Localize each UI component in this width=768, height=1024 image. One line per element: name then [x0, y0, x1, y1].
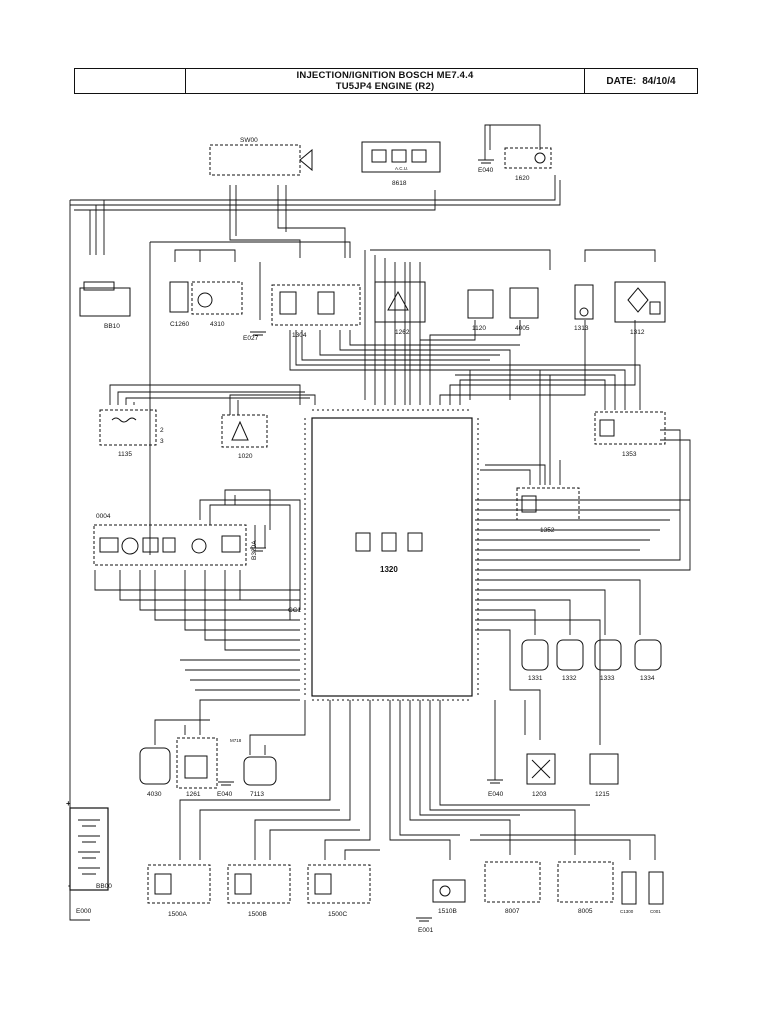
- c8007-label: 8007: [505, 908, 520, 915]
- c1510b-label: 1510B: [438, 908, 457, 915]
- e040-top-label: E040: [478, 167, 494, 174]
- c1500b-label: 1500B: [248, 911, 267, 918]
- bottom-right-group: 1510B E001 8007 8005 C1300 C001: [418, 861, 664, 934]
- sw00-label: SW00: [240, 137, 258, 144]
- battery-plus-label: +: [66, 799, 71, 808]
- title-block-left-cell: [75, 69, 186, 93]
- c4005-label: 4005: [515, 325, 530, 332]
- m718-label: M718: [230, 738, 242, 743]
- c001-label: C001: [650, 909, 661, 914]
- component-1353: 1353: [594, 411, 666, 458]
- c8005-label: 8005: [578, 908, 593, 915]
- c4030-label: 4030: [147, 791, 162, 798]
- e000-label: E000: [76, 908, 92, 915]
- c4310-label: 4310: [210, 321, 225, 328]
- component-1620: 1620 E040: [478, 147, 552, 182]
- acu-label: A.C.U.: [395, 166, 408, 171]
- b320a-label: B320A: [251, 540, 258, 560]
- bb10-label: BB10: [104, 323, 120, 330]
- bb00-label: BB00: [96, 883, 112, 890]
- title-block-center-cell: INJECTION/IGNITION BOSCH ME7.4.4 TU5JP4 …: [186, 69, 585, 93]
- c1304-label: 1304: [292, 332, 307, 339]
- c1331-label: 1331: [528, 675, 543, 682]
- diagram-title: INJECTION/IGNITION BOSCH ME7.4.4: [296, 70, 474, 81]
- c1353-label: 1353: [622, 451, 637, 458]
- c8618-label: 8618: [392, 180, 407, 187]
- ground-symbols: [218, 159, 503, 922]
- lower-right-sensors: E040 1203 1215: [488, 753, 619, 798]
- output-3-label: 3: [160, 438, 164, 445]
- component-1020: 1020: [221, 414, 268, 460]
- injectors: 1331 1332 1333 1334: [521, 639, 662, 682]
- c1312-label: 1312: [630, 329, 645, 336]
- component-c1260-4310: C1260 4310 E027: [169, 281, 259, 342]
- component-1312: 1312: [614, 281, 666, 336]
- acu-module: A.C.U. 8618: [361, 141, 441, 187]
- date-label: DATE:: [606, 75, 637, 87]
- e001-label: E001: [418, 927, 434, 934]
- fusebox-bb10: BB10: [79, 281, 131, 330]
- c7113-label: 7113: [250, 791, 264, 798]
- title-block-date-cell: DATE: 84/10/4: [585, 69, 697, 93]
- c1300-label: C1300: [620, 909, 634, 914]
- c1620-label: 1620: [515, 175, 530, 182]
- c1352-label: 1352: [540, 527, 555, 534]
- battery-bb00: + - BB00 E000: [66, 799, 112, 915]
- e027-label: E027: [243, 335, 259, 342]
- component-4005: 4005: [509, 287, 539, 332]
- c1500a-label: 1500A: [168, 911, 187, 918]
- c1500c-label: 1500C: [328, 911, 347, 918]
- c1334-label: 1334: [640, 675, 655, 682]
- relay-1304: 1304: [271, 284, 361, 339]
- battery-minus-label: -: [68, 881, 71, 890]
- coil-1135: 2 3 1135: [99, 409, 164, 458]
- date-value: 84/10/4: [642, 75, 676, 87]
- component-1313: 1313: [574, 284, 594, 332]
- ecu-1320: 1320 CC1: [288, 409, 479, 701]
- component-1120: 1120: [467, 289, 494, 332]
- c1260-label: C1260: [170, 321, 190, 328]
- switch-sw00: SW00: [209, 137, 313, 176]
- c1313-label: 1313: [574, 325, 589, 332]
- output-2-label: 2: [160, 427, 164, 434]
- c1215-label: 1215: [595, 791, 610, 798]
- c1332-label: 1332: [562, 675, 577, 682]
- relays-1500: 1500A 1500B 1500C: [147, 864, 371, 918]
- cc1-label: CC1: [288, 607, 301, 614]
- c1333-label: 1333: [600, 675, 615, 682]
- e040-low-label: E040: [488, 791, 504, 798]
- ecu-1320-label: 1320: [380, 565, 398, 574]
- wires: [69, 124, 691, 921]
- c0004-label: 0004: [96, 513, 111, 520]
- c1203-label: 1203: [532, 791, 547, 798]
- title-block: INJECTION/IGNITION BOSCH ME7.4.4 TU5JP4 …: [74, 68, 698, 94]
- c1120-label: 1120: [472, 325, 486, 332]
- c1261-label: 1261: [186, 791, 201, 798]
- component-1262: 1262: [374, 281, 426, 336]
- e040-mid-label: E040: [217, 791, 233, 798]
- c1020-label: 1020: [238, 453, 253, 460]
- instrument-panel-0004: 0004 B320A: [93, 513, 258, 566]
- lower-left-sensors: 4030 1261 E040 7113 M718: [139, 737, 277, 798]
- c1262-label: 1262: [395, 329, 410, 336]
- diagram-subtitle: TU5JP4 ENGINE (R2): [335, 81, 435, 92]
- component-1352: 1352: [516, 487, 580, 534]
- c1135-label: 1135: [118, 451, 132, 458]
